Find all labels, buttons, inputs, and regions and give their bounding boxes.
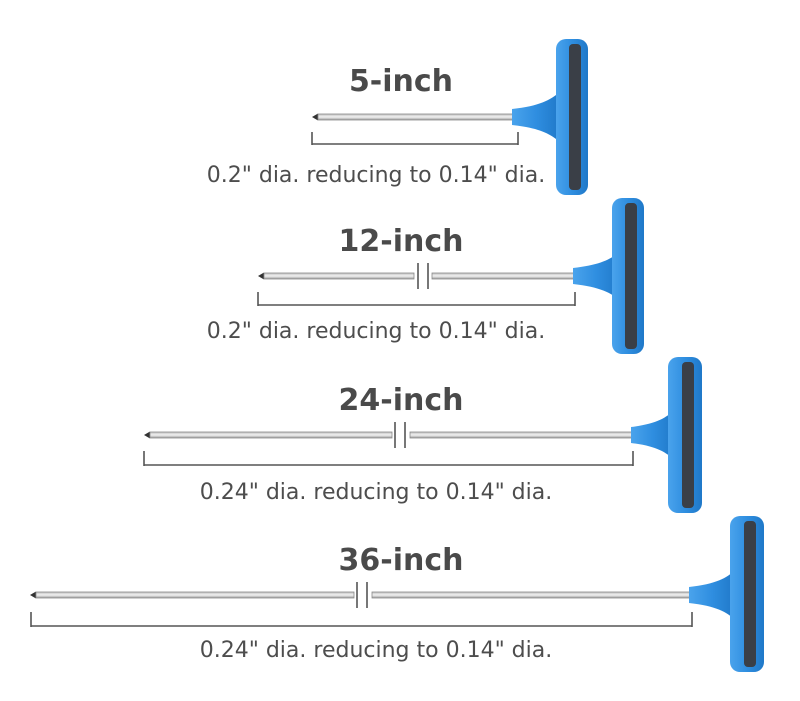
probe-tip <box>312 113 318 121</box>
probe-handle-neck <box>512 92 560 142</box>
probe-shaft <box>149 431 393 439</box>
probe-handle-grip <box>682 362 694 508</box>
probe-shaft <box>317 113 519 121</box>
probe-diameter-text: 0.2" dia. reducing to 0.14" dia. <box>207 319 546 344</box>
length-bracket <box>311 132 519 145</box>
length-bracket <box>143 451 634 466</box>
probe-graphic <box>144 357 702 513</box>
shaft-break-marker <box>356 582 368 608</box>
probe-handle-grip <box>744 521 756 667</box>
probe-5-inch: 5-inch 0.2" dia. reducing to 0.14" dia. <box>207 39 588 195</box>
probe-shaft <box>371 591 695 599</box>
probe-12-inch: 12-inch 0.2" dia. reducing to 0.14" dia. <box>207 198 644 354</box>
probe-24-inch: 24-inch 0.24" dia. reducing to 0.14" dia… <box>143 357 702 513</box>
probe-36-inch: 36-inch 0.24" dia. reducing to 0.14" dia… <box>30 516 764 672</box>
probe-graphic <box>258 198 644 354</box>
probe-handle-neck <box>689 570 735 620</box>
probe-graphic <box>312 39 588 195</box>
probe-shaft <box>409 431 637 439</box>
probe-diameter-text: 0.2" dia. reducing to 0.14" dia. <box>207 163 546 188</box>
probe-handle-neck <box>573 251 620 301</box>
probe-tip <box>258 272 264 280</box>
probe-length-label: 24-inch <box>339 383 464 418</box>
probe-tip <box>30 591 36 599</box>
probe-tip <box>144 431 150 439</box>
probe-diameter-text: 0.24" dia. reducing to 0.14" dia. <box>200 638 552 663</box>
probe-diameter-text: 0.24" dia. reducing to 0.14" dia. <box>200 480 552 505</box>
probe-shaft <box>35 591 355 599</box>
probe-length-label: 36-inch <box>339 543 464 578</box>
probe-handle-grip <box>569 44 581 190</box>
length-bracket <box>257 292 576 306</box>
probe-length-label: 12-inch <box>339 224 464 259</box>
probe-length-label: 5-inch <box>349 64 453 99</box>
length-bracket <box>30 612 693 627</box>
probe-handle-neck <box>631 410 674 460</box>
shaft-break-marker <box>394 422 406 448</box>
probe-graphic <box>30 516 764 672</box>
probe-shaft <box>431 272 579 280</box>
probe-handle-grip <box>625 203 637 349</box>
probe-shaft <box>263 272 415 280</box>
shaft-break-marker <box>417 263 429 289</box>
